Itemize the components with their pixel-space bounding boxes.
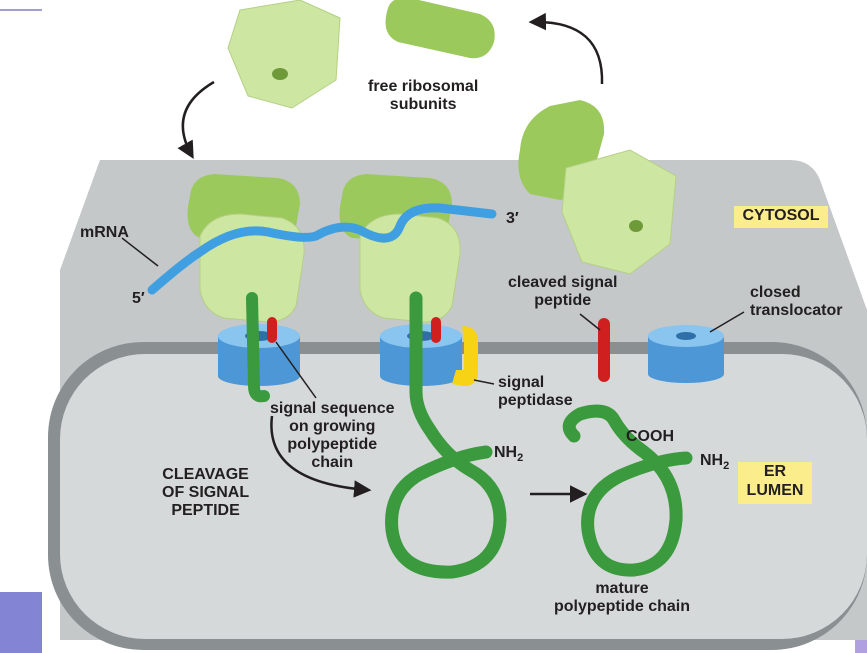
er-lumen-region bbox=[60, 354, 867, 639]
label-cooh: COOH bbox=[626, 428, 674, 445]
label-cytosol: CYTOSOL bbox=[734, 206, 828, 228]
leader-signal-seq bbox=[275, 341, 317, 399]
leader-cleaved bbox=[579, 313, 601, 331]
label-mrna: mRNA bbox=[80, 224, 129, 241]
growing-chain-1 bbox=[246, 292, 270, 403]
label-three-prime: 3′ bbox=[506, 210, 519, 227]
leader-mrna bbox=[121, 237, 159, 267]
translocator-1 bbox=[218, 324, 300, 386]
label-five-prime: 5′ bbox=[132, 290, 145, 307]
mrna-strand bbox=[147, 203, 497, 295]
free-small-subunit bbox=[385, 0, 495, 59]
label-signal-sequence: signal sequence on growing polypeptide c… bbox=[270, 400, 395, 471]
released-large-subunit bbox=[561, 149, 677, 275]
cleavage-arrow bbox=[270, 415, 372, 498]
label-mature-chain: mature polypeptide chain bbox=[554, 580, 691, 615]
signal-peptidase-enzyme bbox=[452, 326, 478, 386]
label-signal-peptidase: signal peptidase bbox=[498, 374, 573, 409]
label-nh2-growing: NH2 bbox=[494, 444, 524, 464]
free-large-subunit bbox=[227, 0, 341, 109]
growing-chain-2 bbox=[385, 291, 507, 579]
slide-corner-block bbox=[0, 592, 42, 653]
leader-peptidase bbox=[473, 379, 495, 385]
subunit-release-arrow bbox=[528, 12, 604, 85]
label-cleaved-signal-peptide: cleaved signal peptide bbox=[508, 274, 618, 309]
label-cleavage: CLEAVAGE OF SIGNAL PEPTIDE bbox=[162, 466, 250, 519]
leader-closed bbox=[709, 311, 745, 333]
label-nh2-mature: NH2 bbox=[700, 452, 730, 472]
label-free-subunits: free ribosomal subunits bbox=[368, 78, 479, 113]
closed-translocator bbox=[648, 325, 724, 383]
subunit-binding-arrow bbox=[177, 80, 215, 160]
label-closed-translocator: closed translocator bbox=[750, 284, 843, 319]
mature-polypeptide bbox=[562, 404, 693, 577]
label-er-lumen: ER LUMEN bbox=[738, 462, 812, 504]
